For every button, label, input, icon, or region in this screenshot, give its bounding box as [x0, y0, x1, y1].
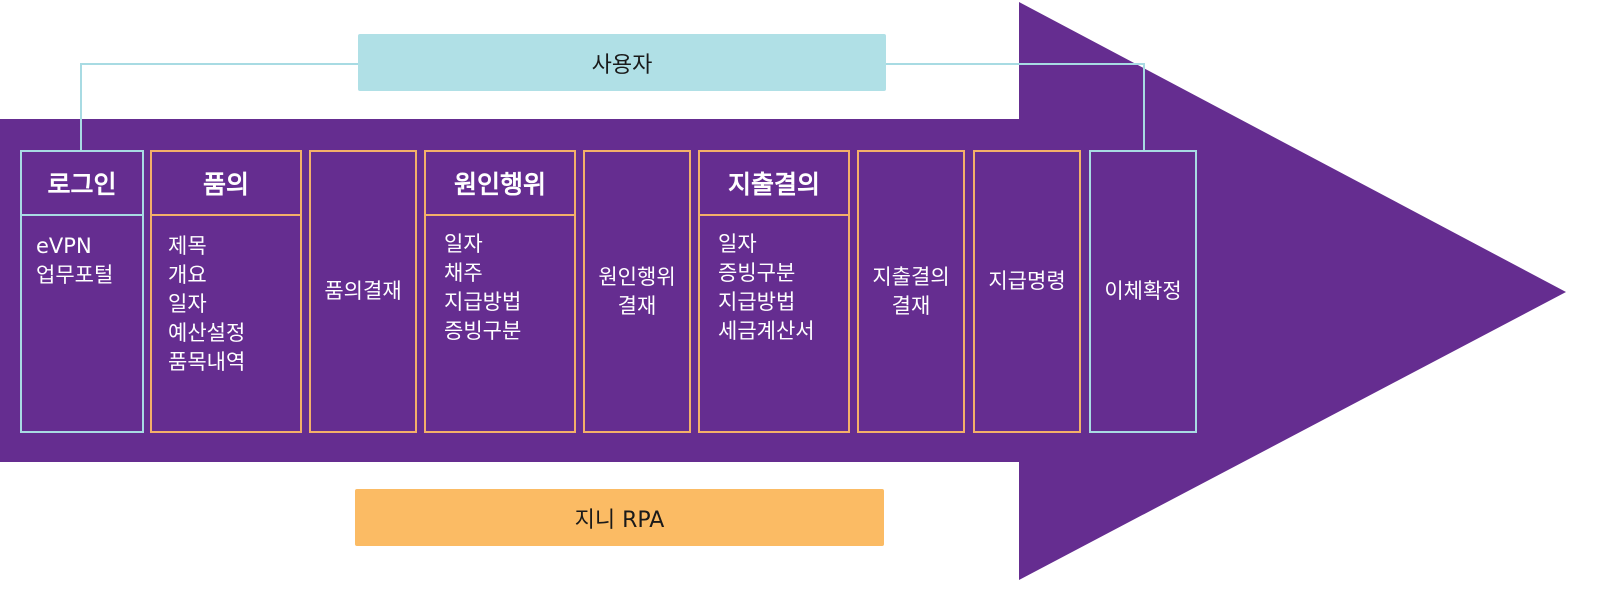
step-title: 지출결의 [700, 152, 848, 216]
step-item: 지급방법 [718, 290, 796, 314]
step-title: 원인행위 [426, 152, 574, 216]
step-transfer-confirm: 이체확정 [1089, 150, 1197, 433]
step-label-line: 지급명령 [988, 269, 1066, 293]
step-label-line: 이체확정 [1104, 279, 1182, 303]
rpa-label: 지니 RPA [574, 507, 665, 533]
user-connector-left [80, 63, 360, 152]
step-cause-action-approval: 원인행위 결재 [583, 150, 691, 433]
step-item: 지급방법 [444, 290, 522, 314]
step-item: 품목내역 [168, 350, 246, 374]
step-payment-order: 지급명령 [973, 150, 1081, 433]
step-item: 세금계산서 [718, 319, 815, 343]
rpa-bar: 지니 RPA [355, 489, 884, 546]
step-proposal: 품의 제목 개요 일자 예산설정 품목내역 [150, 150, 302, 433]
step-item: 증빙구분 [718, 261, 796, 285]
step-cause-action: 원인행위 일자 채주 지급방법 증빙구분 [424, 150, 576, 433]
step-item: 일자 [168, 292, 207, 316]
step-label-line: 지출결의 [872, 264, 950, 289]
step-item: 업무포털 [36, 263, 114, 287]
user-bar: 사용자 [358, 34, 886, 91]
step-login: 로그인 eVPN 업무포털 [20, 150, 144, 433]
user-label: 사용자 [591, 52, 653, 78]
step-item: 제목 [168, 234, 207, 258]
step-expense-approval: 지출결의 결재 [857, 150, 965, 433]
step-item: 채주 [444, 261, 483, 285]
arrow-shape [0, 2, 1566, 580]
step-item: 증빙구분 [444, 319, 522, 343]
step-expense-resolution: 지출결의 일자 증빙구분 지급방법 세금계산서 [698, 150, 850, 433]
step-label-line: 원인행위 [598, 264, 676, 289]
user-connector-right [886, 63, 1145, 152]
step-item: 예산설정 [168, 321, 246, 345]
step-label-line: 품의결재 [324, 279, 402, 303]
step-label-line: 결재 [891, 293, 931, 318]
step-title: 로그인 [22, 152, 142, 216]
step-proposal-approval: 품의결재 [309, 150, 417, 433]
step-item: 일자 [718, 232, 757, 256]
step-item: 일자 [444, 232, 483, 256]
step-title: 품의 [152, 152, 300, 216]
step-item: 개요 [168, 263, 207, 287]
step-label-line: 결재 [617, 293, 657, 318]
step-item: eVPN [36, 234, 92, 258]
